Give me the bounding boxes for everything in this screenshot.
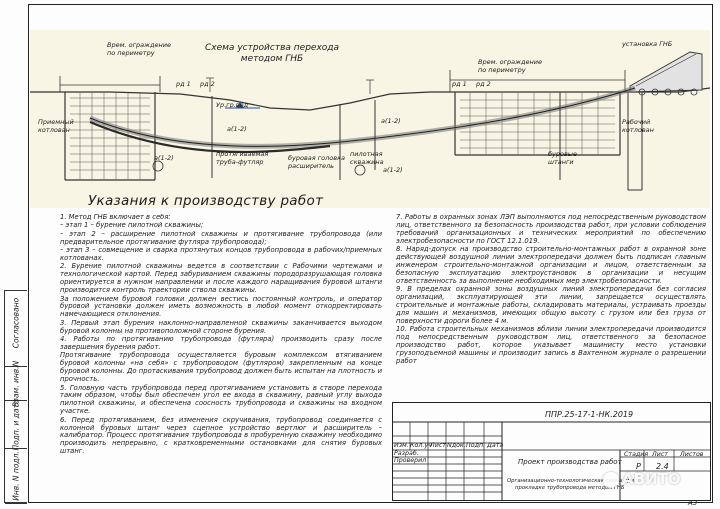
drawing-frame bbox=[28, 4, 713, 503]
note-right-9: 9. В пределах охранной зоны воздушных ли… bbox=[396, 285, 706, 325]
callout-circle-1 bbox=[152, 160, 164, 172]
label-hdd-rig: установка ГНБ bbox=[622, 40, 673, 48]
note-right-7: 7. Работы в охранных зонах ЛЭП выполняют… bbox=[396, 214, 706, 245]
label-casing-pipe-line2: труба-футляр bbox=[216, 158, 264, 166]
scheme-title: Схема устройства перехода методом ГНБ bbox=[205, 43, 339, 65]
label-a3: а(1-2) bbox=[154, 154, 174, 162]
section-title: Указания к производству работ bbox=[88, 193, 324, 209]
callout-circle-2 bbox=[354, 164, 366, 176]
tb-col-ndok: Nдок. bbox=[447, 442, 466, 449]
title-block-grid bbox=[392, 402, 711, 501]
notes-left-column: 1. Метод ГНБ включает в себя: – этап 1 –… bbox=[60, 214, 382, 484]
label-fence-right-line1: Врем. ограждение bbox=[478, 58, 542, 66]
tb-col-list: Лист bbox=[430, 442, 446, 449]
scheme-title-line1: Схема устройства перехода bbox=[205, 43, 340, 53]
note-left-11: 6. Перед протягиванием, без изменения ск… bbox=[60, 415, 382, 456]
label-rd3: рд 1 bbox=[452, 80, 467, 88]
note-left-10: 5. Головную часть трубопровода перед про… bbox=[60, 383, 382, 416]
label-a4: а(1-2) bbox=[383, 166, 403, 174]
label-casing-pipe: протягиваемая труба-футляр bbox=[216, 150, 268, 166]
label-reamer-line2: расширитель bbox=[288, 162, 334, 170]
sidebar-cell-sign: Подп. и дата bbox=[5, 399, 27, 451]
note-left-4: – этап 3 – совмещение и сварка протянуты… bbox=[60, 246, 382, 263]
label-a1: а(1-2) bbox=[227, 125, 247, 133]
label-rd1: рд 1 bbox=[176, 80, 191, 88]
tb-col-kol: Кол.уч bbox=[410, 442, 432, 449]
right-pit bbox=[449, 70, 643, 191]
label-receiving-pit-line2: котлован bbox=[38, 126, 70, 134]
label-drill-rods: буровые штанги bbox=[548, 150, 577, 166]
sidebar-label-sign: Подп. и дата bbox=[11, 399, 21, 451]
tb-col-podp: Подп. bbox=[466, 442, 486, 449]
note-right-10: 10. Работа строительных механизмов вблиз… bbox=[396, 325, 706, 365]
note-left-2: – этап 1 – бурение пилотной скважины; bbox=[60, 221, 204, 230]
note-left-7: 3. Первый этап бурения наклонно-направле… bbox=[60, 318, 382, 335]
notes-right-column: 7. Работы в охранных зонах ЛЭП выполняют… bbox=[396, 214, 706, 394]
tb-col-izm: Изм. bbox=[394, 442, 409, 449]
tb-listov-label: Листов bbox=[680, 451, 704, 458]
label-working-pit: Рабочий котлован bbox=[622, 118, 654, 134]
support-posts bbox=[211, 92, 561, 180]
label-fence-right-line2: по периметру bbox=[478, 66, 526, 74]
highlight-band bbox=[30, 30, 710, 208]
hdd-crossing-scheme bbox=[30, 30, 710, 208]
label-a2: а(1-2) bbox=[381, 117, 401, 125]
label-fence-left: Врем. ограждение по периметру bbox=[107, 41, 171, 57]
tb-stadia-label: Стадия bbox=[624, 451, 649, 458]
watermark-text: АВИТО bbox=[622, 470, 681, 488]
label-fence-right: Врем. ограждение по периметру bbox=[478, 58, 542, 74]
label-pilot-borehole-line2: скважина bbox=[350, 158, 384, 166]
pulled-casing-pipe bbox=[89, 120, 331, 154]
approval-sidebar: Согласовано Взам. инв.N Подп. и дата Инв… bbox=[4, 290, 27, 504]
sidebar-label-agreed: Согласовано bbox=[11, 297, 21, 348]
fence-markers bbox=[206, 77, 374, 94]
label-working-pit-line1: Рабочий bbox=[622, 118, 651, 126]
label-reamer-line1: буровая головка bbox=[288, 154, 346, 162]
format-label: А3 bbox=[688, 499, 698, 507]
label-fence-left-line1: Врем. ограждение bbox=[107, 41, 171, 49]
label-casing-pipe-line1: протягиваемая bbox=[216, 150, 269, 158]
note-left-8: 4. Работы по протягиванию трубопровода (… bbox=[60, 335, 382, 351]
tb-sheet-name-line1: Организационно-технологическая схема при bbox=[507, 478, 635, 484]
tb-stadia-value: Р bbox=[636, 462, 641, 471]
hdd-rig bbox=[629, 51, 703, 96]
document-number: ППР.25-17-1-НК.2019 bbox=[545, 410, 634, 419]
note-left-9: Протягивание трубопровода осуществляется… bbox=[60, 351, 382, 384]
label-pilot-borehole: пилотная скважина bbox=[350, 150, 384, 166]
sidebar-cell-inv: Инв. N подл. bbox=[5, 448, 27, 504]
tb-list-label: Лист bbox=[652, 451, 668, 458]
label-drill-rods-line2: штанги bbox=[548, 158, 574, 166]
sidebar-label-inv: Инв. N подл. bbox=[11, 451, 21, 501]
sidebar-cell-agreed: Согласовано bbox=[5, 291, 27, 354]
avito-logo-icon bbox=[603, 472, 619, 488]
note-left-1: 1. Метод ГНБ включает в себя: bbox=[60, 214, 171, 221]
note-left-6: За положением буровой головки должен вес… bbox=[60, 294, 382, 319]
tb-razrab: Разраб. bbox=[394, 450, 419, 457]
label-reamer: буровая головка расширитель bbox=[288, 154, 345, 170]
label-rd2: рд 2 bbox=[200, 80, 215, 88]
tb-project-name: Проект производства работ bbox=[518, 458, 622, 466]
label-receiving-pit: Приемный котлован bbox=[38, 118, 74, 134]
note-left-5: 2. Бурение пилотной скважины ведется в с… bbox=[60, 262, 382, 295]
tb-proveril: Проверил bbox=[394, 457, 427, 464]
label-fence-left-line2: по периметру bbox=[107, 49, 155, 57]
label-rd4: рд 2 bbox=[476, 80, 491, 88]
sidebar-cell-replace: Взам. инв.N bbox=[5, 361, 27, 407]
tb-list-value: 2.4 bbox=[656, 462, 669, 471]
label-drill-rods-line1: буровые bbox=[548, 150, 577, 158]
tb-sheet-name-line2: прокладке трубопровода методом ГНБ bbox=[515, 485, 625, 491]
label-water-level: Ур.гр.вод bbox=[216, 101, 249, 109]
label-pilot-borehole-line1: пилотная bbox=[350, 150, 383, 158]
label-working-pit-line2: котлован bbox=[622, 126, 654, 134]
scheme-title-line2: методом ГНБ bbox=[240, 54, 304, 64]
tb-col-data: Дата bbox=[487, 442, 504, 449]
note-left-3: – этап 2 – расширение пилотной скважины … bbox=[60, 229, 382, 246]
drill-string bbox=[89, 87, 636, 147]
note-right-8: 8. Наряд-допуск на производство строител… bbox=[396, 245, 706, 285]
water-level-icon bbox=[236, 102, 244, 108]
label-receiving-pit-line1: Приемный bbox=[38, 118, 74, 126]
